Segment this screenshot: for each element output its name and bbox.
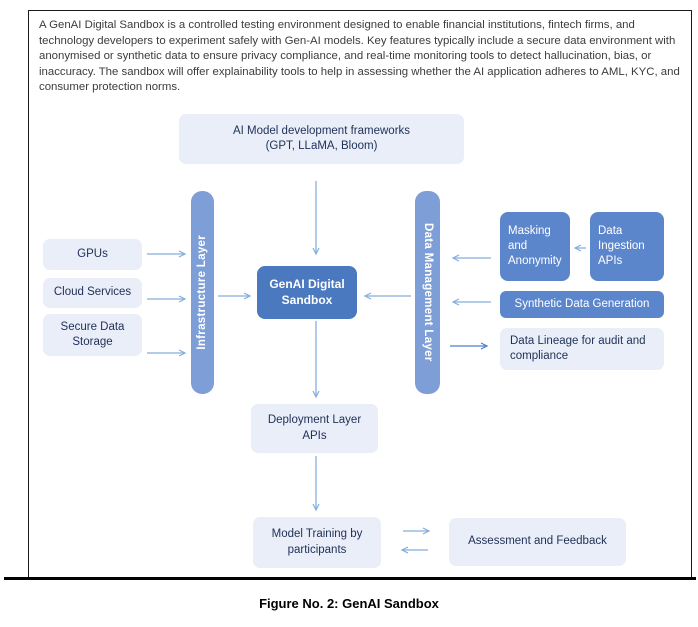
data-lineage-label: Data Lineage for audit and compliance xyxy=(510,334,646,362)
bar-data-management-layer: Data Management Layer xyxy=(415,191,440,394)
node-data-ingestion-apis: Data Ingestion APIs xyxy=(590,212,664,281)
bar-infrastructure-layer: Infrastructure Layer xyxy=(191,191,214,394)
model-training-label: Model Training by participants xyxy=(271,528,363,556)
node-cloud-services: Cloud Services xyxy=(43,278,142,308)
figure-bottom-rule xyxy=(4,577,696,580)
ai-model-frameworks-label: AI Model development frameworks xyxy=(232,124,411,137)
assessment-feedback-label: Assessment and Feedback xyxy=(468,535,607,548)
data-management-layer-label: Data Management Layer xyxy=(422,223,435,362)
gpus-label: GPUs xyxy=(77,247,108,260)
ai-model-frameworks-sublabel: (GPT, LLaMA, Bloom) xyxy=(265,140,378,152)
data-ingestion-apis-label: Data Ingestion APIs xyxy=(598,224,645,268)
node-secure-data-storage: Secure Data Storage xyxy=(43,314,142,356)
node-deployment-layer-apis: Deployment Layer APIs xyxy=(251,404,378,453)
node-gpus: GPUs xyxy=(43,239,142,270)
synthetic-data-generation-label: Synthetic Data Generation xyxy=(514,297,650,310)
figure-caption: Figure No. 2: GenAI Sandbox xyxy=(259,596,439,611)
node-ai-model-frameworks: AI Model development frameworks (GPT, LL… xyxy=(179,114,464,164)
node-synthetic-data-generation: Synthetic Data Generation xyxy=(500,291,664,318)
deployment-layer-apis-label: Deployment Layer APIs xyxy=(267,414,362,442)
node-assessment-feedback: Assessment and Feedback xyxy=(449,518,626,566)
secure-data-storage-label: Secure Data Storage xyxy=(60,320,125,348)
node-masking-anonymity: Masking and Anonymity xyxy=(500,212,570,281)
intro-paragraph: A GenAI Digital Sandbox is a controlled … xyxy=(39,19,680,93)
node-genai-digital-sandbox: GenAI Digital Sandbox xyxy=(257,266,357,319)
figure-border-frame: A GenAI Digital Sandbox is a controlled … xyxy=(28,10,692,578)
genai-digital-sandbox-label: GenAI Digital Sandbox xyxy=(269,276,345,307)
masking-anonymity-label: Masking and Anonymity xyxy=(508,224,562,268)
cloud-services-label: Cloud Services xyxy=(53,286,132,299)
node-data-lineage: Data Lineage for audit and compliance xyxy=(500,328,664,370)
node-model-training: Model Training by participants xyxy=(253,517,381,568)
infrastructure-layer-label: Infrastructure Layer xyxy=(195,235,208,350)
